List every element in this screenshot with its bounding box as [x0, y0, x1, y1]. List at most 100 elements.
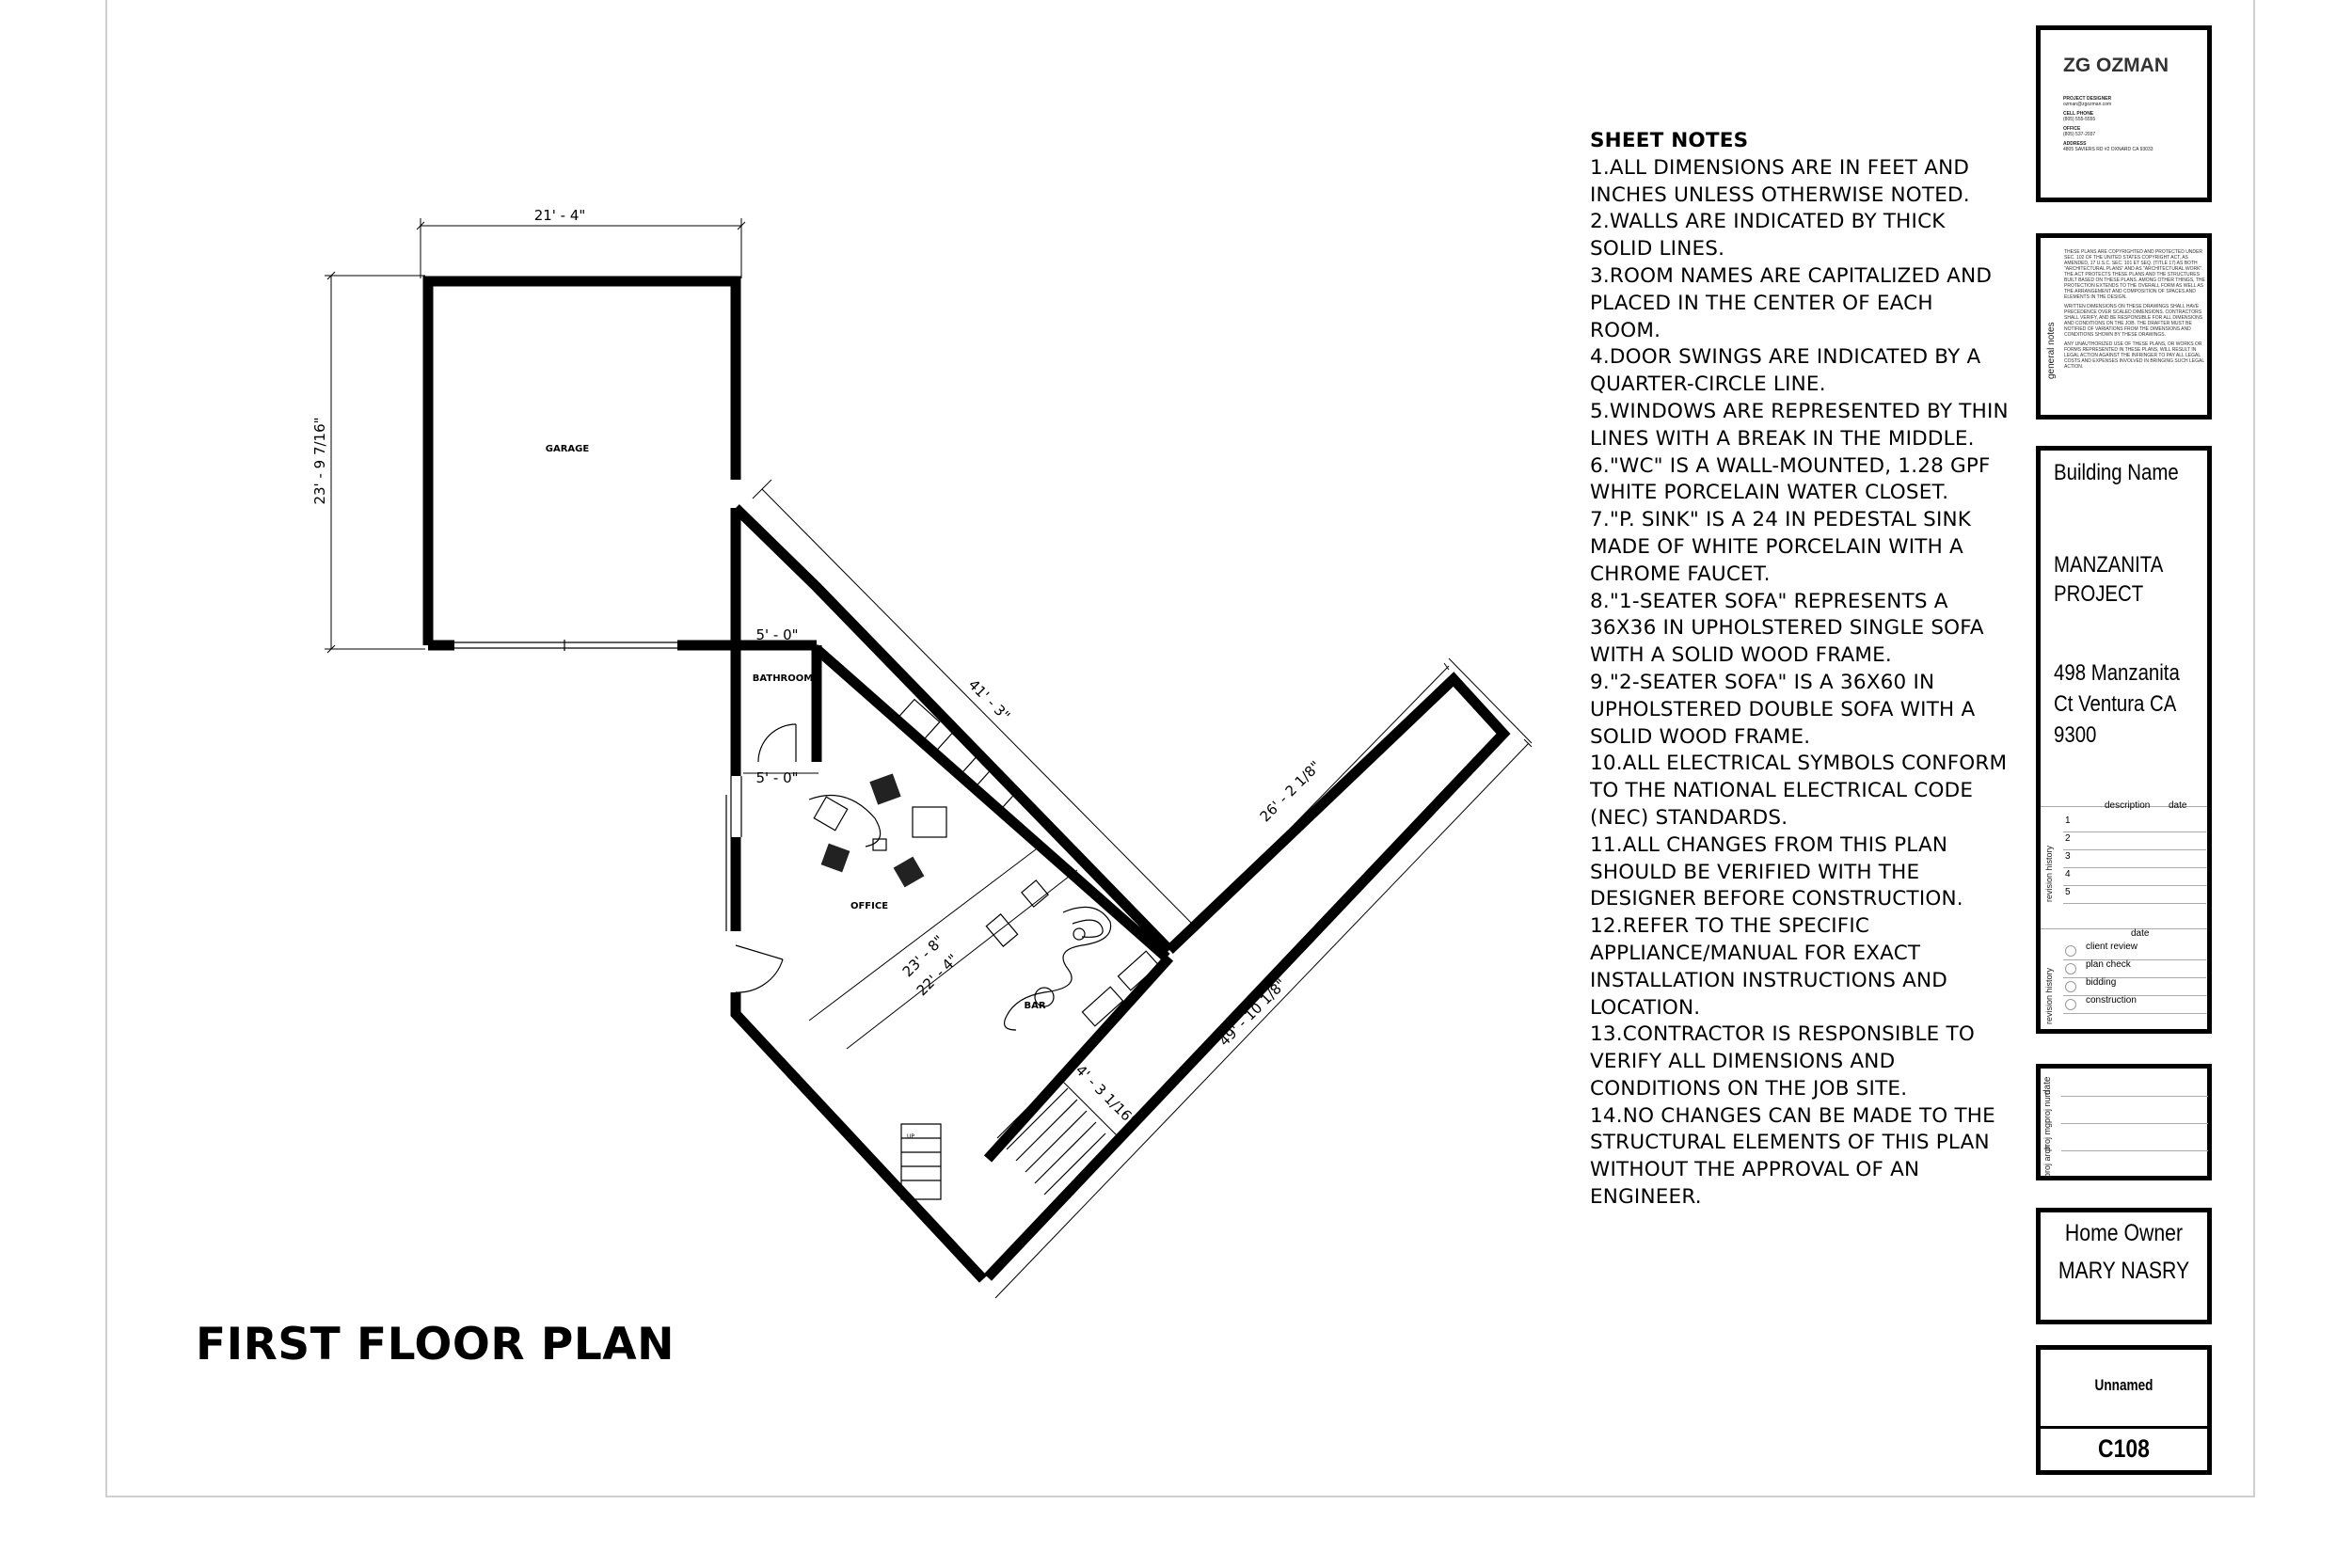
sheet-note-line: ROOM.: [1590, 318, 1661, 342]
sheet-note-line: 10.ALL ELECTRICAL SYMBOLS CONFORM: [1590, 752, 2008, 776]
building-name-label: Building Name: [2054, 460, 2179, 485]
status-circle-icon[interactable]: [2065, 945, 2076, 957]
status-circle-icon[interactable]: [2065, 963, 2076, 974]
dim-diag-long: 41' - 3": [965, 676, 1013, 724]
status-row[interactable]: construction: [2063, 995, 2206, 1014]
dim-bath-bottom: 5' - 0": [755, 769, 798, 786]
sheet-note-line: 9."2-SEATER SOFA" IS A 36X60 IN: [1590, 670, 1935, 694]
revision-row[interactable]: 4: [2063, 867, 2206, 886]
room-label-garage: GARAGE: [546, 444, 590, 454]
sheet-name: Unnamed: [2094, 1376, 2153, 1394]
sheet-note-line: 6."WC" IS A WALL-MOUNTED, 1.28 GPF: [1590, 453, 1991, 478]
sheet-notes-heading: SHEET NOTES: [1590, 129, 1749, 152]
designer-block: ZG OZMAN PROJECT DESIGNER ozman@zgozman.…: [2036, 25, 2212, 202]
sheet-note-line: MADE OF WHITE PORCELAIN WITH A: [1590, 534, 1963, 559]
home-owner-block: Home Owner MARY NASRY: [2036, 1208, 2212, 1324]
designer-email[interactable]: ozman@zgozman.com: [2063, 102, 2112, 107]
general-notes-label: general notes: [2046, 322, 2057, 379]
sheet-note-line: WITH A SOLID WOOD FRAME.: [1590, 643, 1892, 668]
sheet-note-line: DESIGNER BEFORE CONSTRUCTION.: [1590, 887, 1963, 911]
status-row[interactable]: plan check: [2063, 959, 2206, 978]
sheet-note-line: 13.CONTRACTOR IS RESPONSIBLE TO: [1590, 1022, 1975, 1047]
address-label: ADDRESS: [2063, 141, 2087, 147]
designer-details: PROJECT DESIGNER ozman@zgozman.com CELL …: [2063, 96, 2153, 152]
home-owner-label: Home Owner: [2064, 1220, 2184, 1246]
status-col-date: date: [2131, 928, 2150, 939]
address-line-1: 498 Manzanita: [2054, 660, 2180, 686]
sheet-note-line: QUARTER-CIRCLE LINE.: [1590, 372, 1826, 397]
home-owner-name: MARY NASRY: [2058, 1258, 2190, 1284]
dim-garage-height: 23' - 9 7/16": [311, 417, 328, 504]
sheet-note-line: 36X36 IN UPHOLSTERED SINGLE SOFA: [1590, 616, 1984, 641]
designer-name: ZG OZMAN: [2063, 55, 2169, 76]
revision-row[interactable]: 3: [2063, 849, 2206, 868]
status-row[interactable]: bidding: [2063, 977, 2206, 996]
revision-row[interactable]: 1: [2063, 814, 2206, 832]
sheet-note-line: CONDITIONS ON THE JOB SITE.: [1590, 1076, 1908, 1101]
sheet-note-line: ENGINEER.: [1590, 1185, 1702, 1210]
project-fields-block: date proj num proj mgr proj arch: [2036, 1064, 2212, 1180]
general-notes-block: general notes THESE PLANS ARE COPYRIGHTE…: [2036, 233, 2212, 420]
sheet-note-line: LOCATION.: [1590, 995, 1701, 1020]
status-label: client review: [2086, 942, 2138, 952]
revision-row[interactable]: 2: [2063, 832, 2206, 850]
status-circle-icon[interactable]: [2065, 999, 2076, 1010]
address-line-3: 9300: [2054, 722, 2097, 748]
designer-cell: (805) 555-5555: [2063, 117, 2096, 122]
sheet-note-line: 5.WINDOWS ARE REPRESENTED BY THIN: [1590, 399, 2009, 423]
sheet-note-line: UPHOLSTERED DOUBLE SOFA WITH A: [1590, 697, 1976, 721]
field-proj-num[interactable]: [2061, 1096, 2208, 1124]
sheet-border: [105, 0, 2255, 1497]
dim-stair-width: 4' - 3 1/16": [1073, 1062, 1140, 1130]
room-label-office: OFFICE: [850, 901, 888, 911]
sheet-note-line: WHITE PORCELAIN WATER CLOSET.: [1590, 481, 1949, 505]
sheet-note-line: SHOULD BE VERIFIED WITH THE: [1590, 860, 1920, 884]
sheet-note-line: APPLIANCE/MANUAL FOR EXACT: [1590, 941, 1921, 965]
revision-row[interactable]: 5: [2063, 885, 2206, 904]
sheet-note-line: 1.ALL DIMENSIONS ARE IN FEET AND: [1590, 155, 1970, 180]
status-history-label: revision history: [2044, 967, 2054, 1024]
project-name: MANZANITA PROJECT: [2054, 550, 2163, 609]
sheet-note-line: INSTALLATION INSTRUCTIONS AND: [1590, 968, 1948, 992]
revision-number: 5: [2065, 887, 2071, 897]
general-notes-p3: ANY UNAUTHORIZED USE OF THESE PLANS, OR …: [2064, 341, 2204, 370]
revision-divider: [2041, 806, 2207, 807]
sheet-note-line: TO THE NATIONAL ELECTRICAL CODE: [1590, 779, 1974, 803]
sheet-note-line: 11.ALL CHANGES FROM THIS PLAN: [1590, 832, 1948, 857]
address-line-2: Ct Ventura CA: [2054, 691, 2177, 717]
revision-col-description: description: [2105, 800, 2151, 811]
field-proj-arch[interactable]: [2061, 1150, 2208, 1178]
project-address: 498 Manzanita Ct Ventura CA 9300: [2054, 657, 2180, 751]
sheet-note-line: LINES WITH A BREAK IN THE MIDDLE.: [1590, 426, 1975, 451]
sheet-divider: [2041, 1426, 2207, 1429]
dim-wing-outer: 49' - 10 1/8": [1216, 975, 1290, 1050]
revision-col-date: date: [2169, 800, 2187, 811]
sheet-note-line: 2.WALLS ARE INDICATED BY THICK: [1590, 210, 1946, 234]
sheet-note-line: PLACED IN THE CENTER OF EACH: [1590, 291, 1933, 315]
dim-garage-width: 21' - 4": [534, 207, 586, 224]
status-label: construction: [2086, 995, 2137, 1006]
sheet-note-line: SOLID WOOD FRAME.: [1590, 724, 1811, 749]
revision-number: 2: [2065, 833, 2071, 844]
sheet-notes: SHEET NOTES 1.ALL DIMENSIONS ARE IN FEET…: [1590, 128, 2009, 1212]
status-label: plan check: [2086, 959, 2131, 970]
field-proj-mgr[interactable]: [2061, 1123, 2208, 1151]
field-date[interactable]: [2061, 1069, 2208, 1097]
room-label-bar: BAR: [1024, 1001, 1045, 1011]
status-row[interactable]: client review: [2063, 942, 2206, 960]
status-circle-icon[interactable]: [2065, 981, 2076, 992]
revision-number: 3: [2065, 851, 2071, 862]
revision-number: 1: [2065, 816, 2071, 826]
project-line-1: MANZANITA: [2054, 552, 2164, 578]
project-line-2: PROJECT: [2054, 581, 2144, 607]
office-label: OFFICE: [2063, 126, 2081, 132]
sheet-number: C108: [2098, 1434, 2150, 1463]
cell-label: CELL PHONE: [2063, 111, 2094, 117]
field-label-proj-arch: proj arch: [2042, 1144, 2052, 1178]
status-label: bidding: [2086, 977, 2117, 988]
sheet-note-line: SOLID LINES.: [1590, 237, 1725, 261]
general-notes-p1: THESE PLANS ARE COPYRIGHTED AND PROTECTE…: [2064, 249, 2205, 300]
room-label-bathroom: BATHROOM: [753, 673, 813, 684]
